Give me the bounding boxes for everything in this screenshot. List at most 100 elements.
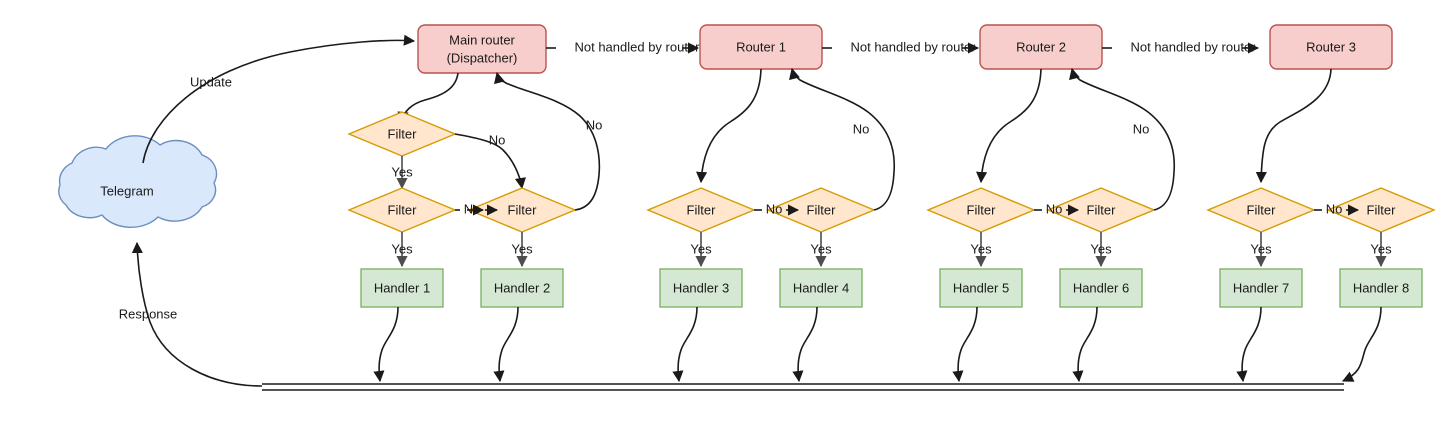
edge-filter-3-yes: Yes: [690, 232, 712, 268]
edge-filter-6-no-return: No: [1069, 67, 1176, 211]
edge-router-2-to-filter-5: [976, 68, 1042, 184]
edge-label-no-e: No: [853, 121, 870, 136]
handler-5-label: Handler 5: [953, 280, 1009, 295]
edge-handler-2-to-bus: [493, 306, 519, 383]
node-handler-1[interactable]: Handler 1: [360, 268, 444, 308]
edge-label-yes-3: Yes: [511, 241, 533, 256]
edge-label-yes-6: Yes: [970, 241, 992, 256]
edge-label-not-handled-3: Not handled by router: [1130, 39, 1256, 54]
edge-filter-8-yes: Yes: [1370, 232, 1392, 268]
node-filter-6[interactable]: Filter: [1046, 187, 1156, 233]
filter-6-label: Filter: [1087, 202, 1117, 217]
edge-router-1-to-filter-3: [696, 68, 762, 184]
node-filter-a[interactable]: Filter: [347, 111, 457, 157]
node-handler-3[interactable]: Handler 3: [659, 268, 743, 308]
node-filter-2[interactable]: Filter: [467, 187, 577, 233]
edge-filter-a-no: No: [454, 132, 526, 190]
edge-response: Response: [119, 241, 263, 387]
node-handler-4[interactable]: Handler 4: [779, 268, 863, 308]
edge-not-handled-2: Not handled by router: [822, 39, 980, 54]
edge-main-router-to-filter-a: [397, 72, 459, 124]
node-filter-7[interactable]: Filter: [1206, 187, 1316, 233]
edge-label-response: Response: [119, 306, 178, 321]
handler-6-label: Handler 6: [1073, 280, 1129, 295]
edge-label-no-f: No: [1046, 201, 1063, 216]
edge-filter-7-no: No: [1314, 201, 1360, 216]
edge-label-yes-8: Yes: [1250, 241, 1272, 256]
edge-router-3-to-filter-7: [1255, 68, 1332, 184]
edge-label-no-g: No: [1133, 121, 1150, 136]
main-router-label-1: Main router: [449, 32, 515, 47]
edge-label-yes-1: Yes: [391, 164, 413, 179]
edge-update: Update: [142, 34, 416, 164]
node-telegram-cloud[interactable]: Telegram: [58, 135, 218, 228]
node-handler-5[interactable]: Handler 5: [939, 268, 1023, 308]
filter-8-label: Filter: [1367, 202, 1397, 217]
edge-filter-1-no: No: [455, 201, 499, 216]
edge-label-yes-5: Yes: [810, 241, 832, 256]
filter-1-label: Filter: [388, 202, 418, 217]
node-handler-7[interactable]: Handler 7: [1219, 268, 1303, 308]
filter-a-label: Filter: [388, 126, 418, 141]
router-3-label: Router 3: [1306, 39, 1356, 54]
node-handler-8[interactable]: Handler 8: [1339, 268, 1423, 308]
router-1-label: Router 1: [736, 39, 786, 54]
edge-label-no-c: No: [586, 117, 603, 132]
edge-filter-2-no-return: No: [494, 71, 603, 211]
node-main-router[interactable]: Main router (Dispatcher): [417, 24, 547, 74]
node-filter-1[interactable]: Filter: [347, 187, 457, 233]
edge-label-yes-7: Yes: [1090, 241, 1112, 256]
router-2-label: Router 2: [1016, 39, 1066, 54]
node-handler-2[interactable]: Handler 2: [480, 268, 564, 308]
edge-filter-1-yes: Yes: [391, 232, 413, 268]
edge-label-no-h: No: [1326, 201, 1343, 216]
edge-label-update: Update: [190, 74, 232, 89]
node-router-2[interactable]: Router 2: [979, 24, 1103, 70]
edge-label-yes-2: Yes: [391, 241, 413, 256]
edge-not-handled-3: Not handled by router: [1102, 39, 1260, 54]
edge-filter-3-no: No: [754, 201, 800, 216]
cloud-label: Telegram: [100, 183, 153, 198]
edge-handler-1-to-bus: [373, 306, 399, 383]
filter-7-label: Filter: [1247, 202, 1277, 217]
handler-4-label: Handler 4: [793, 280, 849, 295]
edge-handler-8-to-bus: [1341, 306, 1382, 382]
edge-label-not-handled-2: Not handled by router: [850, 39, 976, 54]
edge-filter-a-yes: Yes: [391, 156, 413, 190]
edge-handler-4-to-bus: [792, 306, 818, 383]
edge-label-not-handled-1: Not handled by router: [574, 39, 700, 54]
node-router-3[interactable]: Router 3: [1269, 24, 1393, 70]
edge-label-no-d: No: [766, 201, 783, 216]
main-router-label-2: (Dispatcher): [447, 50, 518, 65]
handler-3-label: Handler 3: [673, 280, 729, 295]
edge-filter-7-yes: Yes: [1250, 232, 1272, 268]
filter-2-label: Filter: [508, 202, 538, 217]
filter-4-label: Filter: [807, 202, 837, 217]
node-filter-5[interactable]: Filter: [926, 187, 1036, 233]
response-bus: [262, 383, 1344, 391]
node-filter-4[interactable]: Filter: [766, 187, 876, 233]
edge-label-yes-4: Yes: [690, 241, 712, 256]
edge-filter-2-yes: Yes: [511, 232, 533, 268]
handler-8-label: Handler 8: [1353, 280, 1409, 295]
edge-handler-7-to-bus: [1236, 306, 1262, 383]
edge-filter-4-no-return: No: [789, 67, 896, 211]
edge-label-no-a: No: [489, 132, 506, 147]
node-filter-8[interactable]: Filter: [1326, 187, 1436, 233]
edge-label-no-b: No: [464, 201, 481, 216]
edge-handler-3-to-bus: [672, 306, 698, 383]
edge-filter-6-yes: Yes: [1090, 232, 1112, 268]
edge-handler-5-to-bus: [952, 306, 978, 383]
filter-5-label: Filter: [967, 202, 997, 217]
node-filter-3[interactable]: Filter: [646, 187, 756, 233]
handler-2-label: Handler 2: [494, 280, 550, 295]
handler-7-label: Handler 7: [1233, 280, 1289, 295]
edge-label-yes-9: Yes: [1370, 241, 1392, 256]
handler-1-label: Handler 1: [374, 280, 430, 295]
edge-filter-5-yes: Yes: [970, 232, 992, 268]
edge-filter-5-no: No: [1034, 201, 1080, 216]
node-handler-6[interactable]: Handler 6: [1059, 268, 1143, 308]
edge-not-handled-1: Not handled by router: [546, 39, 700, 54]
node-router-1[interactable]: Router 1: [699, 24, 823, 70]
